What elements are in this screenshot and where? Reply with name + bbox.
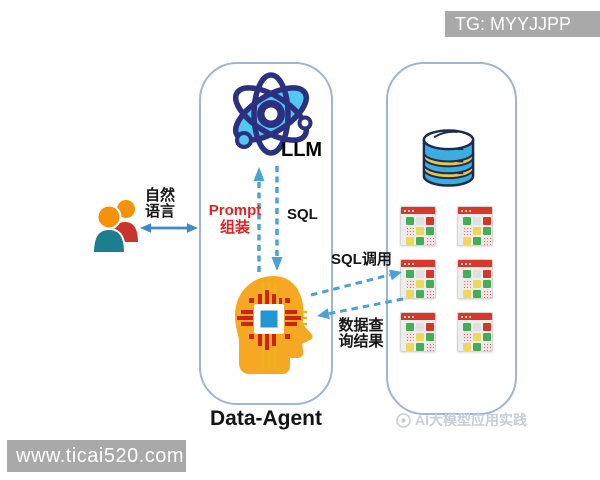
table-cell-yellow <box>473 333 481 341</box>
table-cell-green <box>406 323 414 331</box>
database-icon <box>422 129 475 187</box>
telegram-badge: TG: MYYJJPP <box>445 11 600 37</box>
table-cell-green <box>416 343 424 351</box>
table-cell-yellow <box>473 280 481 288</box>
table-cell-dots <box>406 227 414 235</box>
table-cell-yellow <box>406 343 414 351</box>
table-icon-header <box>458 313 492 320</box>
table-icon-header <box>458 260 492 267</box>
users-icon <box>92 198 140 254</box>
table-cell-green <box>463 323 471 331</box>
watermark-text: AI大模型应用实践 <box>415 412 527 428</box>
table-icon-grid <box>401 320 435 351</box>
table-cell-red <box>426 323 434 331</box>
watermark: AI大模型应用实践 <box>396 410 527 430</box>
table-icon-header <box>401 313 435 320</box>
table-cell-yellow <box>406 237 414 245</box>
table-cell-dots <box>463 333 471 341</box>
table-cell-dots <box>483 343 491 351</box>
table-cell-dots <box>406 280 414 288</box>
prompt-up-arrow-and-sql-down-arrow <box>253 166 283 272</box>
table-cell-green <box>406 217 414 225</box>
table-icon-grid <box>458 214 492 245</box>
table-cell-blank <box>473 217 481 225</box>
table-cell-red <box>483 323 491 331</box>
table-cell-yellow <box>416 227 424 235</box>
prompt-label-line2: 组装 <box>219 219 250 236</box>
table-cell-blank <box>473 323 481 331</box>
table-icon-grid <box>401 214 435 245</box>
table-cell-yellow <box>463 343 471 351</box>
table-cell-green <box>426 333 434 341</box>
natural-language-label: 自然 语言 <box>136 188 184 220</box>
query-result-label: 数据查 询结果 <box>336 318 386 350</box>
table-cell-green <box>426 280 434 288</box>
table-cell-dots <box>483 237 491 245</box>
table-cell-yellow <box>463 290 471 298</box>
table-cell-green <box>473 343 481 351</box>
table-cell-green <box>483 280 491 288</box>
table-icon-grid <box>458 320 492 351</box>
sql-call-label: SQL调用 <box>331 251 392 268</box>
table-cell-green <box>416 237 424 245</box>
website-badge: www.ticai520.com <box>7 440 186 472</box>
natural-language-label-line2: 语言 <box>144 203 175 220</box>
table-cell-red <box>483 217 491 225</box>
table-cell-dots <box>406 333 414 341</box>
sql-call-and-result-arrows <box>310 269 404 320</box>
table-cell-red <box>483 270 491 278</box>
table-cell-yellow <box>463 237 471 245</box>
llm-label: LLM <box>281 139 323 161</box>
table-icon-grid <box>458 267 492 298</box>
table-icon <box>457 312 493 352</box>
table-icons-grid <box>400 206 493 352</box>
prompt-label-line1: Prompt <box>208 202 262 219</box>
natural-language-label-line1: 自然 <box>144 187 175 204</box>
table-cell-green <box>473 290 481 298</box>
table-cell-red <box>426 217 434 225</box>
table-cell-dots <box>483 290 491 298</box>
table-cell-yellow <box>416 333 424 341</box>
table-cell-dots <box>463 227 471 235</box>
prompt-assembly-label: Prompt 组装 <box>206 202 264 236</box>
table-icon <box>400 206 436 246</box>
watermark-logo-icon <box>396 412 411 428</box>
table-cell-blank <box>416 217 424 225</box>
table-cell-dots <box>426 343 434 351</box>
table-icon-header <box>401 260 435 267</box>
atom-icon <box>233 72 313 156</box>
table-cell-green <box>463 270 471 278</box>
table-cell-green <box>416 290 424 298</box>
data-agent-title: Data-Agent <box>209 407 322 430</box>
table-cell-green <box>426 227 434 235</box>
sql-label: SQL <box>287 206 318 223</box>
table-icon <box>400 259 436 299</box>
natural-language-arrow <box>140 223 198 233</box>
table-cell-blank <box>416 323 424 331</box>
table-icon-grid <box>401 267 435 298</box>
table-cell-red <box>426 270 434 278</box>
table-icon-header <box>458 207 492 214</box>
table-cell-yellow <box>416 280 424 288</box>
table-cell-green <box>463 217 471 225</box>
table-icon <box>457 206 493 246</box>
table-icon <box>457 259 493 299</box>
table-cell-yellow <box>406 290 414 298</box>
table-cell-green <box>483 333 491 341</box>
table-cell-dots <box>463 280 471 288</box>
brain-chip-icon <box>235 276 313 374</box>
table-icon-header <box>401 207 435 214</box>
table-cell-green <box>473 237 481 245</box>
table-cell-green <box>483 227 491 235</box>
table-cell-blank <box>416 270 424 278</box>
table-cell-blank <box>473 270 481 278</box>
table-icon <box>400 312 436 352</box>
table-cell-green <box>406 270 414 278</box>
query-result-label-line1: 数据查 <box>338 317 384 334</box>
table-cell-dots <box>426 237 434 245</box>
table-cell-dots <box>426 290 434 298</box>
query-result-label-line2: 询结果 <box>338 333 384 350</box>
table-cell-yellow <box>473 227 481 235</box>
